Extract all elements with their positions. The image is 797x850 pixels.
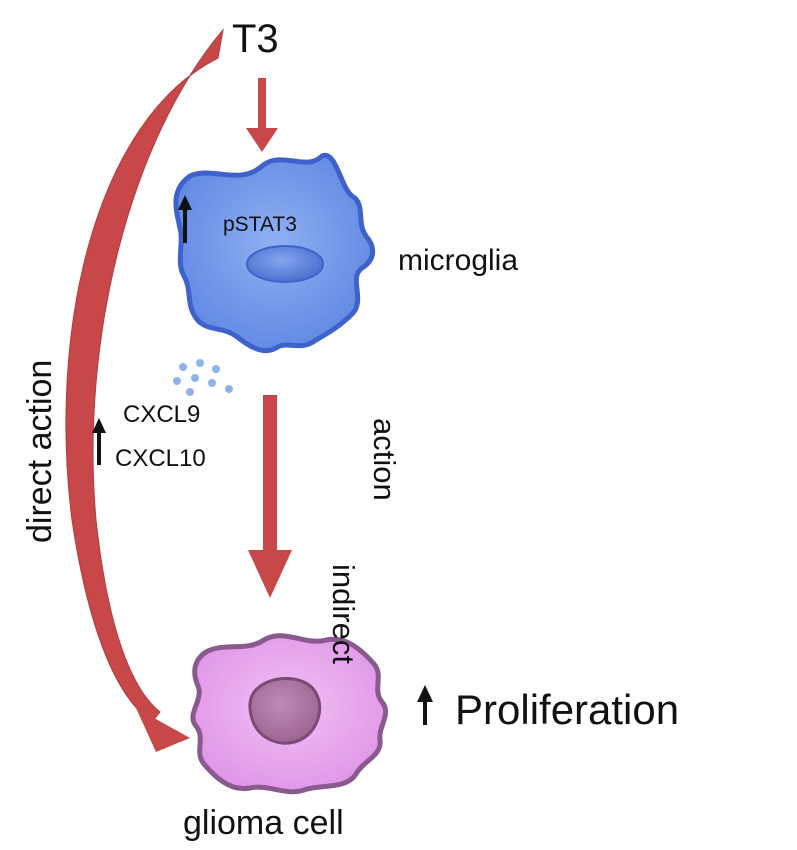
- direct-action-arrow: [65, 28, 224, 752]
- microglia-cell: [173, 152, 376, 354]
- cxcl10-label: CXCL10: [115, 445, 206, 472]
- direct-action-label: direct action: [21, 360, 59, 543]
- direct-action-arrow-body: [65, 28, 224, 723]
- t3-to-microglia-arrow: [246, 78, 278, 152]
- glioma-nucleus: [248, 676, 322, 745]
- direct-action-arrowhead: [136, 708, 190, 752]
- indirect-action-label-line1: indirect: [326, 564, 361, 664]
- indirect-action-arrow: [248, 395, 292, 598]
- pstat3-up-arrow-icon: [178, 195, 192, 243]
- proliferation-up-arrow-icon: [417, 685, 433, 725]
- t3-label: T3: [232, 17, 279, 61]
- indirect-action-label-line2: action: [367, 418, 402, 501]
- cxcl-up-arrow-icon: [92, 418, 106, 465]
- glioma-cell: [190, 633, 389, 795]
- microglia-label: microglia: [398, 244, 518, 277]
- chemokine-dots: [173, 359, 233, 396]
- proliferation-label: Proliferation: [455, 686, 679, 733]
- t3-to-microglia-arrowhead: [246, 128, 278, 152]
- glioma-cell-label: glioma cell: [183, 804, 344, 842]
- pstat3-label: pSTAT3: [223, 213, 297, 236]
- indirect-action-arrowhead: [248, 550, 292, 598]
- microglia-nucleus: [246, 245, 324, 283]
- cxcl9-label: CXCL9: [123, 401, 200, 428]
